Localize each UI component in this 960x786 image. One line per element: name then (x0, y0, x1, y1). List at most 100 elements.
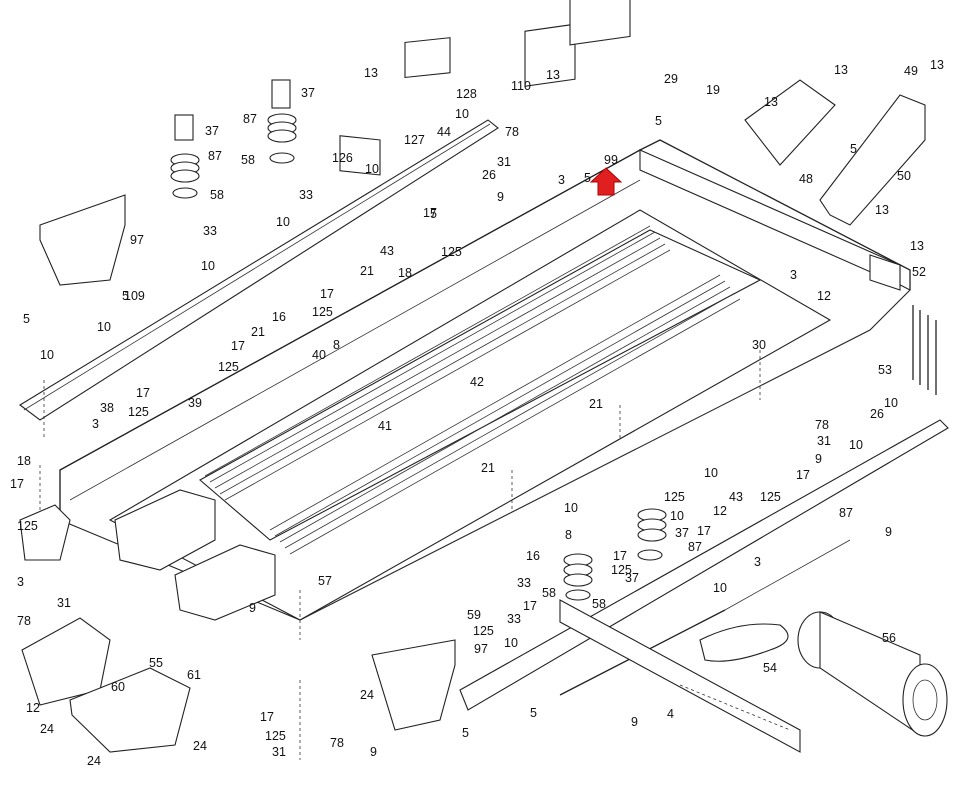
part-label: 17 (10, 477, 24, 491)
rear-endcaps (114, 489, 276, 621)
part-label: 8 (333, 338, 340, 352)
part-label: 78 (505, 125, 519, 139)
part-label: 5 (530, 706, 537, 720)
part-label: 58 (542, 586, 556, 600)
part-label: 10 (564, 501, 578, 515)
part-label: 58 (592, 597, 606, 611)
part-label: 37 (625, 571, 639, 585)
part-label: 21 (360, 264, 374, 278)
part-label: 40 (312, 348, 326, 362)
part-label: 125 (128, 405, 149, 419)
part-label: 13 (910, 239, 924, 253)
part-label: 24 (87, 754, 101, 768)
part-label: 43 (380, 244, 394, 258)
side-covers (19, 504, 191, 753)
part-label: 8 (565, 528, 572, 542)
part-label: 10 (704, 466, 718, 480)
part-label: 19 (706, 83, 720, 97)
part-label: 17 (136, 386, 150, 400)
part-label: 26 (482, 168, 496, 182)
part-label: 56 (882, 631, 896, 645)
part-label: 3 (558, 173, 565, 187)
part-label: 33 (299, 188, 313, 202)
part-label: 31 (817, 434, 831, 448)
part-label: 12 (713, 504, 727, 518)
part-label: 110 (511, 79, 531, 93)
part-label: 17 (231, 339, 245, 353)
part-label: 5 (850, 142, 857, 156)
motor (797, 611, 948, 737)
part-label: 57 (318, 574, 332, 588)
part-label: 61 (187, 668, 201, 682)
part-label: 10 (849, 438, 863, 452)
part-label: 44 (437, 125, 451, 139)
part-label: 17 (796, 468, 810, 482)
part-label: 24 (40, 722, 54, 736)
cable-ties (912, 305, 937, 395)
part-label: 5 (655, 114, 662, 128)
part-label: 17 (320, 287, 334, 301)
part-label: 10 (97, 320, 111, 334)
part-label: 10 (884, 396, 898, 410)
leader-lines (39, 350, 791, 760)
belt-ribs (204, 225, 741, 555)
part-label: 128 (456, 87, 477, 101)
part-label: 13 (364, 66, 378, 80)
part-label: 48 (799, 172, 813, 186)
part-label: 18 (17, 454, 31, 468)
part-label: 31 (272, 745, 286, 759)
part-label: 18 (398, 266, 412, 280)
part-label: 78 (330, 736, 344, 750)
part-label: 87 (208, 149, 222, 163)
part-label: 37 (205, 124, 219, 138)
part-label: 58 (241, 153, 255, 167)
part-label: 38 (100, 401, 114, 415)
part-label: 9 (885, 525, 892, 539)
part-label: 5 (23, 312, 30, 326)
bracket (819, 94, 926, 226)
part-label: 10 (276, 215, 290, 229)
part-label: 10 (670, 509, 684, 523)
part-label: 42 (470, 375, 484, 389)
part-label: 10 (201, 259, 215, 273)
part-label: 39 (188, 396, 202, 410)
part-label: 33 (507, 612, 521, 626)
part-label: 13 (875, 203, 889, 217)
part-label: 10 (713, 581, 727, 595)
part-label: 3 (17, 575, 24, 589)
part-label: 87 (243, 112, 257, 126)
part-label: 99 (604, 153, 618, 167)
part-label: 5 (584, 171, 591, 185)
part-label: 87 (688, 540, 702, 554)
part-label: 9 (249, 601, 256, 615)
part-label: 21 (481, 461, 495, 475)
part-label: 13 (930, 58, 944, 72)
part-label: 125 (664, 490, 685, 504)
part-label: 78 (17, 614, 31, 628)
part-label: 24 (360, 688, 374, 702)
front-crossmember (639, 149, 901, 291)
part-label: 125 (17, 519, 38, 533)
part-label: 78 (815, 418, 829, 432)
right-side-rail (459, 419, 949, 711)
part-label: 9 (370, 745, 377, 759)
base-bar (559, 599, 801, 753)
part-label: 17 (423, 206, 437, 220)
part-label: 9 (631, 715, 638, 729)
part-label: 58 (210, 188, 224, 202)
part-label: 3 (790, 268, 797, 282)
part-label: 5 (462, 726, 469, 740)
part-label: 17 (697, 524, 711, 538)
part-label: 10 (455, 107, 469, 121)
part-label: 52 (912, 265, 926, 279)
part-label: 87 (839, 506, 853, 520)
part-label: 10 (40, 348, 54, 362)
part-label: 59 (467, 608, 481, 622)
drive-belt (699, 623, 789, 662)
part-label: 127 (404, 133, 425, 147)
part-label: 125 (611, 563, 632, 577)
part-label: 37 (301, 86, 315, 100)
part-label: 17 (260, 710, 274, 724)
